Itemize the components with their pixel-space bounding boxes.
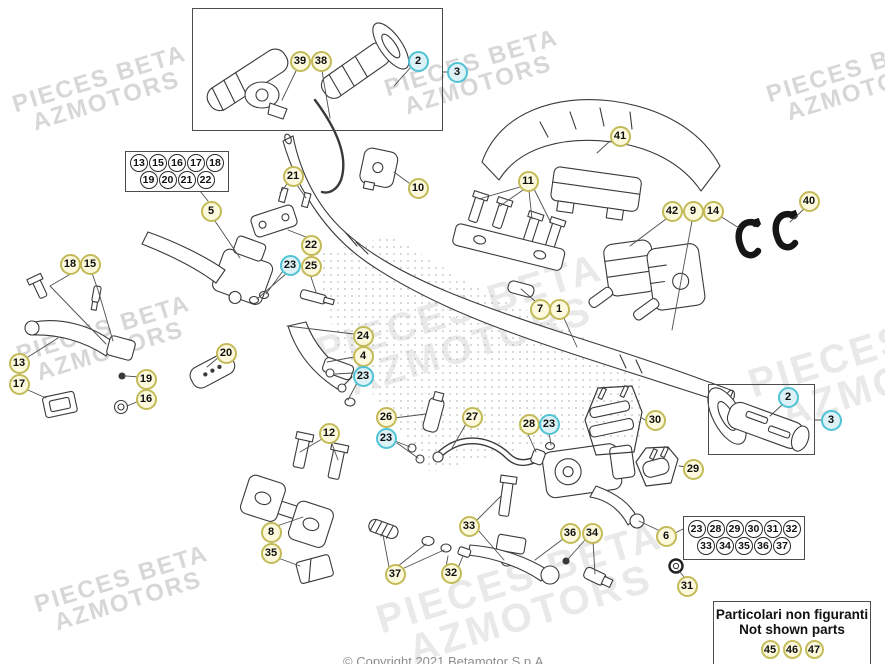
clutch-master-cylinder [530,441,645,529]
callout-38: 38 [310,50,332,72]
callout-27: 27 [461,406,483,428]
pads-kit [584,385,643,456]
callout-14: 14 [702,200,724,222]
ref-circle-33: 33 [697,537,715,555]
ref-circle-32: 32 [782,520,801,538]
ref-circle-35: 35 [735,537,753,555]
brake-lever-assembly [24,272,236,419]
callout-35: 35 [260,542,282,564]
throttle-grip-assembly [206,22,410,194]
callout-1: 1 [548,298,570,320]
callout-22: 22 [300,234,322,256]
ref-circle-16: 16 [168,153,186,172]
ref-circle-21: 21 [177,170,196,189]
callout-2: 2 [777,386,799,408]
callout-23: 23 [279,254,301,276]
bar-clamps [239,430,350,584]
ref-circle-29: 29 [725,520,744,538]
switch-housings [588,239,706,321]
callout-16: 16 [135,388,157,410]
callout-25: 25 [300,255,322,277]
callout-19: 19 [135,368,157,390]
not-shown-line2: Not shown parts [739,622,845,637]
callout-30: 30 [644,409,666,431]
callout-3: 3 [446,61,468,83]
ref-circle-22: 22 [196,170,215,189]
grips-detail-box [192,8,443,131]
callout-29: 29 [682,458,704,480]
clamp-kit [635,446,679,487]
callout-41: 41 [609,125,631,147]
front-brake-master-cylinder [141,186,335,306]
callout-34: 34 [581,522,603,544]
ref-circle-18: 18 [206,153,224,172]
callout-21: 21 [282,165,304,187]
callout-24: 24 [352,325,374,347]
ref-circle-28: 28 [706,520,725,538]
ref-circle-20: 20 [158,170,177,189]
callout-23: 23 [352,365,374,387]
callout-6: 6 [655,525,677,547]
clutch-hose-parts [407,390,544,466]
callout-7: 7 [529,298,551,320]
callout-2: 2 [407,50,429,72]
callout-31: 31 [676,575,698,597]
right-grip [707,387,810,452]
callout-10: 10 [407,177,429,199]
ref-circle-15: 15 [149,153,167,172]
callout-32: 32 [440,562,462,584]
callout-12: 12 [318,422,340,444]
ref-circle-34: 34 [716,537,734,555]
ref-circle-23: 23 [687,520,706,538]
leader-lines [27,66,822,580]
callout-8: 8 [260,521,282,543]
not-shown-parts-box: Particolari non figuranti Not shown part… [713,601,871,664]
callout-26: 26 [375,406,397,428]
ref-circle-31: 31 [763,520,782,538]
not-shown-line1: Particolari non figuranti [715,607,869,622]
kill-switch [359,147,399,191]
ref-circle-45: 45 [760,640,780,659]
callout-36: 36 [559,522,581,544]
callout-23: 23 [375,427,397,449]
callout-15: 15 [79,253,101,275]
callout-33: 33 [458,515,480,537]
callout-20: 20 [215,342,237,364]
callout-18: 18 [59,253,81,275]
ref-circle-19: 19 [139,170,158,189]
headlight-mask [481,99,721,221]
callout-39: 39 [289,50,311,72]
callout-28: 28 [518,413,540,435]
callout-42: 42 [661,200,683,222]
callout-9: 9 [682,200,704,222]
handlebar-mount-bolts [452,190,567,271]
right-grip-detail-box [708,384,815,455]
callout-17: 17 [8,373,30,395]
callout-3: 3 [820,409,842,431]
ref-circle-13: 13 [130,153,148,172]
ref-circle-47: 47 [804,640,824,659]
ref-circle-46: 46 [782,640,802,659]
callout-5: 5 [200,200,222,222]
nut [668,558,684,574]
perch-bracket [287,321,356,407]
ref-circle-30: 30 [744,520,763,538]
ref-circle-37: 37 [773,537,791,555]
ref-circle-17: 17 [187,153,205,172]
callout-37: 37 [384,563,406,585]
callout-13: 13 [8,352,30,374]
ref-circle-36: 36 [754,537,772,555]
callout-4: 4 [352,345,374,367]
clutch-lever-assembly [368,474,614,588]
callout-40: 40 [798,190,820,212]
callout-23: 23 [538,413,560,435]
callout-11: 11 [517,170,539,192]
cable-hooks [735,209,799,259]
copyright-text: © Copyright 2021 Betamotor S.p.A. [343,654,547,664]
